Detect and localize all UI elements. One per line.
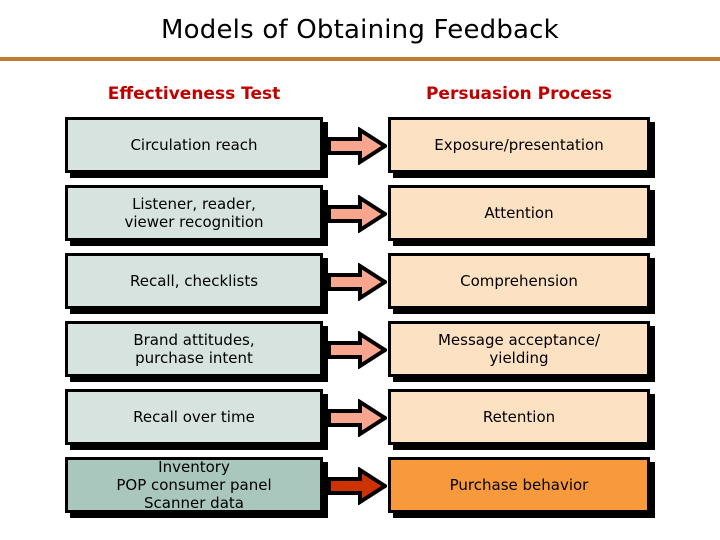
effectiveness-test-box[interactable]: Inventory POP consumer panel Scanner dat… bbox=[65, 457, 323, 513]
box-label: Brand attitudes, purchase intent bbox=[133, 331, 255, 367]
box-label: Message acceptance/ yielding bbox=[437, 331, 601, 367]
effectiveness-test-box[interactable]: Recall, checklists bbox=[65, 253, 323, 309]
arrow-right-icon bbox=[327, 467, 387, 505]
effectiveness-test-box[interactable]: Recall over time bbox=[65, 389, 323, 445]
arrow-right-icon bbox=[327, 331, 387, 369]
box-label: Listener, reader, viewer recognition bbox=[124, 195, 264, 231]
box-label: Inventory POP consumer panel Scanner dat… bbox=[116, 458, 272, 512]
box-label: Retention bbox=[482, 408, 556, 426]
persuasion-process-box[interactable]: Exposure/presentation bbox=[388, 117, 650, 173]
persuasion-process-box[interactable]: Purchase behavior bbox=[388, 457, 650, 513]
arrow-right-icon bbox=[327, 263, 387, 301]
column-header-persuasion-process: Persuasion Process bbox=[425, 84, 613, 104]
persuasion-process-box[interactable]: Message acceptance/ yielding bbox=[388, 321, 650, 377]
title-divider bbox=[0, 57, 720, 61]
persuasion-process-box[interactable]: Retention bbox=[388, 389, 650, 445]
box-label: Recall over time bbox=[133, 408, 255, 426]
arrow-right-icon bbox=[327, 195, 387, 233]
page-title: Models of Obtaining Feedback bbox=[161, 15, 559, 45]
effectiveness-test-box[interactable]: Brand attitudes, purchase intent bbox=[65, 321, 323, 377]
arrow-right-icon bbox=[327, 127, 387, 165]
persuasion-process-box[interactable]: Comprehension bbox=[388, 253, 650, 309]
box-label: Attention bbox=[484, 204, 554, 222]
box-label: Exposure/presentation bbox=[434, 136, 604, 154]
box-label: Circulation reach bbox=[130, 136, 258, 154]
arrow-right-icon bbox=[327, 399, 387, 437]
persuasion-process-box[interactable]: Attention bbox=[388, 185, 650, 241]
box-label: Comprehension bbox=[460, 272, 578, 290]
box-label: Recall, checklists bbox=[129, 272, 259, 290]
box-label: Purchase behavior bbox=[449, 476, 589, 494]
effectiveness-test-box[interactable]: Listener, reader, viewer recognition bbox=[65, 185, 323, 241]
effectiveness-test-box[interactable]: Circulation reach bbox=[65, 117, 323, 173]
column-header-effectiveness-test: Effectiveness Test bbox=[107, 84, 281, 104]
